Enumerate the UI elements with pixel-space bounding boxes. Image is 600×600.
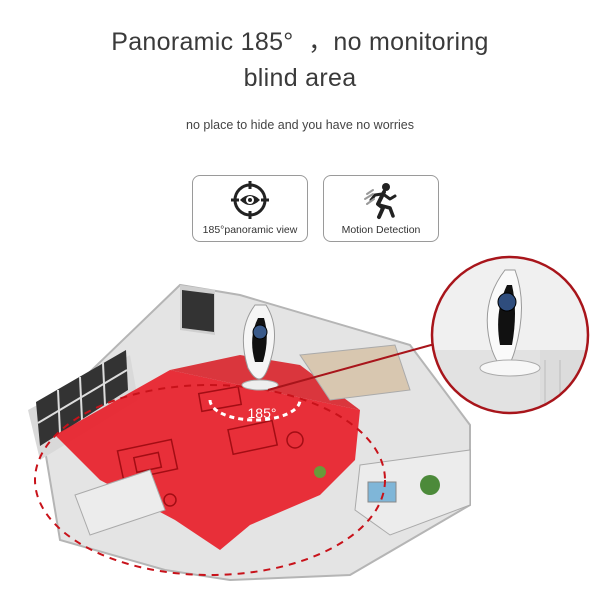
camera-zoom-circle (430, 255, 590, 415)
angle-label: 185° (248, 405, 277, 421)
headline: Panoramic 185° ，no monitoring blind area (0, 24, 600, 96)
feature-label: Motion Detection (341, 224, 421, 236)
coverage-ellipse (34, 384, 386, 576)
headline-line-2: blind area (243, 64, 357, 92)
camera-device (241, 304, 279, 391)
angle-arc (208, 399, 302, 422)
running-person-icon (324, 180, 438, 220)
headline-line-1: Panoramic 185° ，no monitoring (111, 28, 489, 56)
feature-label: 185°panoramic view (202, 224, 298, 236)
furniture (116, 385, 304, 507)
feature-card-panoramic: 185°panoramic view (192, 175, 308, 242)
subtitle: no place to hide and you have no worries (186, 118, 414, 132)
floorplan-illustration: 185° (28, 255, 590, 582)
window-frames (36, 290, 214, 446)
zoom-pointer-line (267, 341, 443, 391)
target-eye-icon (193, 180, 307, 220)
feature-card-motion: Motion Detection (323, 175, 439, 242)
